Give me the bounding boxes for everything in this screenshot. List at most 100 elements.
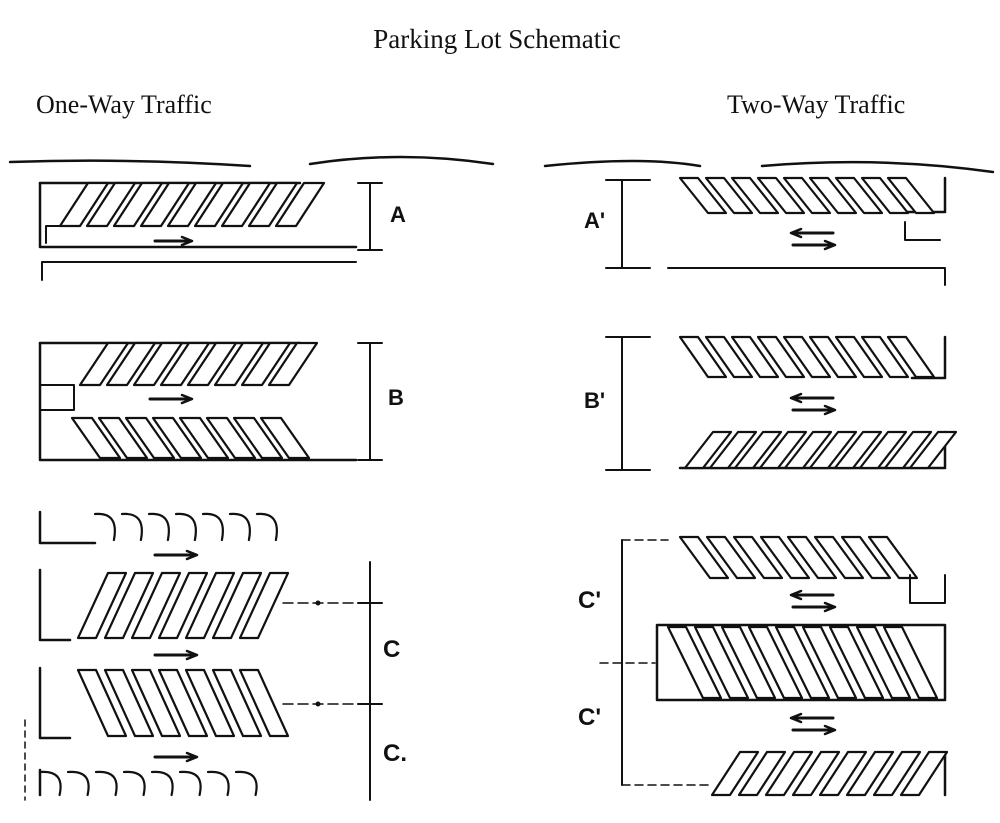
street-curb-right [543, 159, 995, 174]
parking-stall [782, 176, 832, 215]
parking-stall [704, 335, 754, 379]
parking-stall [756, 335, 806, 379]
page-title: Parking Lot Schematic [373, 24, 620, 54]
dimension-a-prime [605, 179, 651, 269]
parking-stall [782, 335, 832, 379]
parking-stall [834, 335, 884, 379]
module-b: B [38, 341, 404, 462]
parking-stall [678, 535, 730, 580]
parking-stall [786, 535, 838, 580]
dimension-c [282, 561, 383, 801]
parking-stall [76, 571, 128, 640]
label-a: A [390, 202, 406, 227]
parking-stall [828, 625, 885, 700]
parking-stall [105, 341, 157, 387]
parking-stall [845, 750, 895, 797]
parking-stall [259, 416, 311, 460]
parking-stall [693, 625, 750, 700]
parking-stall [710, 750, 760, 797]
label-b: B [388, 385, 404, 410]
parking-stall [882, 625, 939, 700]
angled-stalls-b-top [78, 341, 319, 387]
parking-stall [211, 571, 263, 640]
arrow-head [180, 235, 194, 247]
parking-stall [130, 668, 182, 738]
parking-stall [184, 571, 236, 640]
parking-stall [791, 750, 841, 797]
angled-stalls-c2 [76, 668, 290, 738]
parking-stall [883, 430, 933, 470]
parking-stall [274, 181, 326, 228]
parking-stall [855, 625, 912, 700]
angled-stalls-a [58, 181, 326, 228]
arrow-head [823, 404, 837, 416]
parking-stall [704, 176, 754, 215]
parking-stall [764, 750, 814, 797]
traffic-arrow-b [148, 393, 194, 405]
parking-stall [886, 176, 936, 215]
parking-stall [157, 571, 209, 640]
parking-stall [737, 750, 787, 797]
parking-stall [205, 416, 257, 460]
parking-stall [76, 668, 128, 738]
parking-stall [730, 335, 780, 379]
parking-stall [860, 176, 910, 215]
module-a: A [38, 181, 406, 281]
parking-stall [705, 535, 757, 580]
parking-stall [872, 750, 922, 797]
parking-stall [683, 430, 733, 470]
parking-stall [678, 176, 728, 215]
arrow-head [789, 589, 803, 601]
traffic-arrows-c-prime-2 [789, 712, 837, 736]
parking-stall [238, 571, 290, 640]
angled-stalls-a-prime [678, 176, 936, 215]
parking-stall [97, 416, 149, 460]
arrow-head [185, 751, 199, 763]
traffic-arrow-c1 [153, 549, 199, 561]
parking-stall [132, 341, 184, 387]
parking-stall [139, 181, 191, 228]
parking-stall [733, 430, 783, 470]
angled-stalls-c-prime-top [678, 535, 919, 580]
parking-stall [78, 341, 130, 387]
parking-stall [85, 181, 137, 228]
traffic-arrow-c2 [153, 649, 199, 661]
parking-stall [834, 176, 884, 215]
angled-stalls-c-bottom-half [38, 770, 258, 797]
label-a-prime: A' [584, 208, 605, 233]
arrow-head [185, 649, 199, 661]
parking-stall [908, 430, 958, 470]
parking-stall [178, 416, 230, 460]
dimension-a [357, 182, 383, 251]
traffic-arrows-c-prime-1 [789, 589, 837, 613]
parking-stall [103, 571, 155, 640]
parking-stall [886, 335, 936, 379]
parking-stall [70, 416, 122, 460]
module-a-prime: A' [584, 176, 947, 286]
angled-stalls-b-bottom [70, 416, 311, 460]
parking-stall [240, 341, 292, 387]
parking-stall [157, 668, 209, 738]
angled-stalls-c1 [76, 571, 290, 640]
parking-stall-row [38, 770, 258, 797]
parking-stall [708, 430, 758, 470]
parking-stall [130, 571, 182, 640]
arrow-head [789, 392, 803, 404]
parking-stall [813, 535, 865, 580]
parking-stall [808, 430, 858, 470]
label-b-prime: B' [584, 388, 605, 413]
parking-stall [238, 668, 290, 738]
parking-stall [747, 625, 804, 700]
parking-stall [899, 750, 949, 797]
dimension-b-prime [605, 336, 651, 471]
parking-stall [213, 341, 265, 387]
parking-stall [818, 750, 868, 797]
arrow-head [789, 227, 803, 239]
parking-stall [166, 181, 218, 228]
parking-stall [720, 625, 777, 700]
angled-stalls-b-prime-top [678, 335, 936, 379]
parking-stall [186, 341, 238, 387]
handicap-stall-c-prime [909, 574, 946, 604]
module-c: C C. [24, 510, 407, 801]
